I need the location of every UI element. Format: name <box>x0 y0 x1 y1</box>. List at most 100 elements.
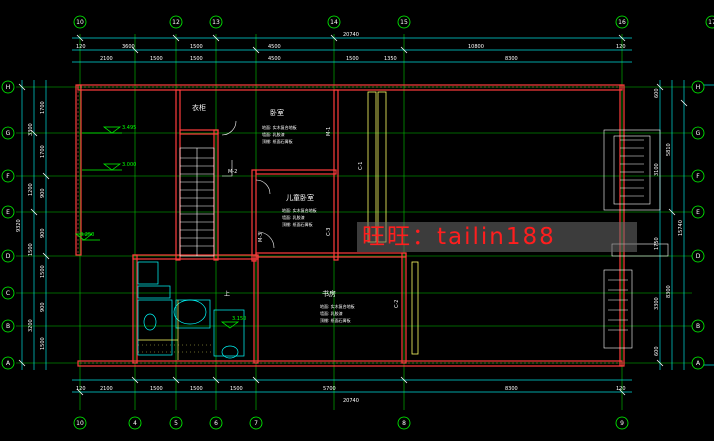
tag-m2: M-2 <box>228 169 237 175</box>
dim-text: 3100 <box>654 163 660 176</box>
axis-bubbles-top-text: 10 12 13 14 15 16 17 <box>76 19 714 26</box>
axis-label: 14 <box>330 19 338 26</box>
dim-text: 8300 <box>505 386 518 392</box>
dim-overall-bottom: 20740 <box>343 398 359 404</box>
stair <box>179 147 215 257</box>
kids-note: 地面: 实木复合地板 <box>282 207 317 213</box>
dims-bottom-text: 20740 120 2100 1500 1500 1500 5700 8300 … <box>76 386 626 404</box>
room-label-study: 书房 <box>322 289 336 298</box>
balcony-benches <box>603 129 669 349</box>
axis-label: G <box>6 130 11 137</box>
axis-label: 13 <box>212 19 220 26</box>
dim-text: 120 <box>616 386 626 392</box>
axis-label: C <box>6 290 10 297</box>
wall-closet-top <box>179 129 219 135</box>
wall-h-2 <box>255 252 407 258</box>
room-label-kids: 儿童卧室 <box>286 193 314 202</box>
room-label-closet: 衣柜 <box>192 103 206 112</box>
axis-label: F <box>6 173 10 180</box>
axis-bubbles-bottom-text: 4 5 6 7 8 9 10 <box>76 420 624 427</box>
dim-text: 4500 <box>268 44 281 50</box>
dim-text: 900 <box>40 228 46 238</box>
dim-overall-right: 15740 <box>678 220 684 236</box>
dim-text: 4500 <box>268 56 281 62</box>
axis-label: 10 <box>76 19 84 26</box>
dim-text: 8300 <box>505 56 518 62</box>
dim-text: 3600 <box>122 44 135 50</box>
axis-bubbles-top <box>73 15 714 29</box>
axis-label: F <box>696 173 700 180</box>
axis-label: 4 <box>133 420 137 427</box>
bathroom-tiles <box>138 344 214 353</box>
dim-text: 1500 <box>190 44 203 50</box>
dims-top-text: 20740 120 3600 1500 4500 10800 120 2100 … <box>76 32 626 62</box>
stair-up-label: 上 <box>224 290 230 298</box>
dim-text: 1500 <box>190 56 203 62</box>
elevation-marks <box>74 126 240 329</box>
axis-label: A <box>696 360 701 367</box>
dims-left-text: 9320 3300 1200 1500 3200 1700 1700 900 9… <box>16 101 46 350</box>
axis-label: B <box>696 323 700 330</box>
dim-text: 1350 <box>384 56 397 62</box>
dim-text: 1700 <box>40 145 46 158</box>
axis-label: 8 <box>402 420 406 427</box>
wall-mid-1 <box>251 169 257 262</box>
axis-label: A <box>6 360 11 367</box>
axis-label: D <box>6 253 11 260</box>
dim-text: 8300 <box>666 285 672 298</box>
dim-text: 1500 <box>150 386 163 392</box>
dim-text: 5700 <box>323 386 336 392</box>
kids-note: 墙面: 乳胶漆 <box>282 214 305 220</box>
dim-text: 900 <box>40 188 46 198</box>
axis-label: 17 <box>708 19 714 26</box>
tag-c3: C-3 <box>326 228 332 236</box>
axis-label: 12 <box>172 19 180 26</box>
axis-label: 15 <box>400 19 408 26</box>
room-label-bedroom: 卧室 <box>270 108 284 117</box>
dim-overall-left: 9320 <box>16 219 22 232</box>
wall-mid-2 <box>333 89 339 261</box>
axis-bubbles-left <box>1 80 15 370</box>
study-note: 墙面: 乳胶漆 <box>320 310 343 316</box>
axis-bubbles-bottom <box>73 416 629 430</box>
elevation-label: 3.150 <box>232 316 246 322</box>
dim-text: 5810 <box>666 143 672 156</box>
wall-left <box>75 84 82 256</box>
axis-label: 10 <box>76 420 84 427</box>
elevation-label: 3.000 <box>122 162 136 168</box>
dim-text: 1500 <box>346 56 359 62</box>
dim-text: 1500 <box>40 265 46 278</box>
dim-text: 3200 <box>28 319 34 332</box>
dimension-lines <box>21 37 714 393</box>
wall-bottom <box>77 360 623 367</box>
bedroom-note: 地面: 实木复合地板 <box>262 124 297 130</box>
dim-text: 3300 <box>28 123 34 136</box>
dim-text: 2100 <box>100 386 113 392</box>
dim-text: 1500 <box>150 56 163 62</box>
dimension-ticks <box>18 34 688 396</box>
axis-label: H <box>696 84 701 91</box>
axis-label: E <box>6 209 10 216</box>
dim-text: 1750 <box>654 237 660 250</box>
dim-text: 120 <box>76 386 86 392</box>
bathroom-fixtures <box>137 261 245 360</box>
dim-text: 600 <box>654 346 660 356</box>
dim-text: 1700 <box>40 101 46 114</box>
dim-text: 900 <box>40 302 46 312</box>
axis-label: G <box>696 130 701 137</box>
bedroom-note: 顶棚: 纸面石膏板 <box>262 138 293 144</box>
wall-top <box>77 84 623 91</box>
axis-bubbles-right <box>691 80 705 370</box>
tag-c2: C-2 <box>394 300 400 308</box>
bedroom-note: 墙面: 乳胶漆 <box>262 131 285 137</box>
axis-label: 7 <box>254 420 258 427</box>
dim-text: 3300 <box>654 297 660 310</box>
dim-text: 600 <box>654 88 660 98</box>
dim-text: 10800 <box>468 44 484 50</box>
tag-m3: M-3 <box>258 233 264 242</box>
watermark-background <box>357 222 637 252</box>
labels: 衣柜 卧室 儿童卧室 书房 上 地面: 实木复合地板 墙面: 乳胶漆 顶棚: 纸… <box>80 103 400 323</box>
dim-text: 1500 <box>230 386 243 392</box>
tag-m1: M-1 <box>326 127 332 136</box>
